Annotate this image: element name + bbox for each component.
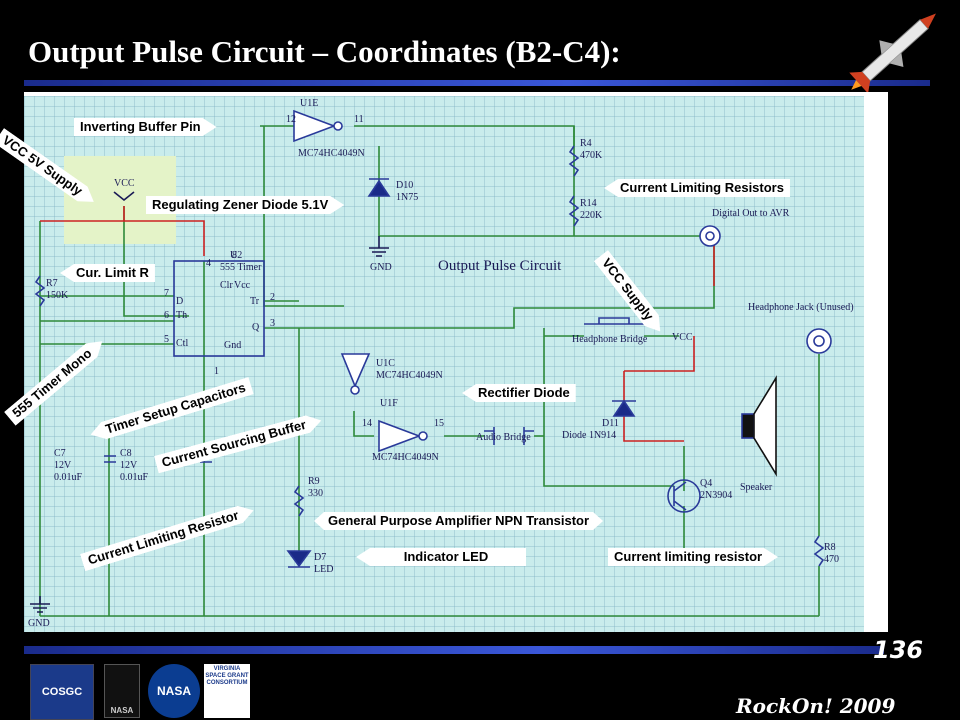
label-d7: D7 <box>314 552 327 563</box>
label-q4: Q4 <box>700 478 713 489</box>
label-d10: D10 <box>396 180 414 191</box>
label-u1f-part: MC74HC4049N <box>372 452 439 463</box>
callout-indicator-led: Indicator LED <box>356 548 526 566</box>
label-pin11: 11 <box>354 114 364 125</box>
title-rule <box>24 80 930 86</box>
page-number: 136 <box>873 636 924 664</box>
label-r4-val: 470K <box>580 150 603 161</box>
rocket-icon <box>849 13 936 94</box>
label-pin12: 12 <box>286 114 296 125</box>
label-r9-val: 330 <box>308 488 323 499</box>
callout-current-limiting-resistors: Current Limiting Resistors <box>604 179 790 197</box>
cosgc-logo: COSGC <box>30 664 94 720</box>
label-c8-v: 12V <box>120 460 138 471</box>
pin-number-7: 7 <box>164 288 169 299</box>
pin-number-3: 3 <box>270 318 275 329</box>
label-vcc: VCC <box>114 178 135 189</box>
label-u1c-part: MC74HC4049N <box>376 370 443 381</box>
callout-cur-limit-r: Cur. Limit R <box>60 264 155 282</box>
schematic-wiring: B C <box>30 109 883 617</box>
virginia-space-grant-logo: VIRGINIA SPACE GRANT CONSORTIUM <box>204 664 250 718</box>
label-r8: R8 <box>824 542 836 553</box>
label-u1c: U1C <box>376 358 395 369</box>
callout-npn-transistor: General Purpose Amplifier NPN Transistor <box>314 512 603 530</box>
label-audio-bridge: Audio Bridge <box>476 432 531 443</box>
label-q4-part: 2N3904 <box>700 490 733 501</box>
pin-label-tr: Tr <box>250 296 260 307</box>
label-r7-val: 150K <box>46 290 69 301</box>
label-u1e-part: MC74HC4049N <box>298 148 365 159</box>
pin-label-d: D <box>176 296 184 307</box>
callout-zener: Regulating Zener Diode 5.1V <box>146 196 344 214</box>
label-r9: R9 <box>308 476 320 487</box>
nasa-meatball-logo: NASA <box>148 664 200 718</box>
footer-rule <box>24 646 884 654</box>
label-d7-part: LED <box>314 564 334 575</box>
label-headphone-jack: Headphone Jack (Unused) <box>748 302 854 313</box>
label-pin15: 15 <box>434 418 444 429</box>
pin-label-ctl: Ctl <box>176 338 189 349</box>
label-speaker: Speaker <box>740 482 773 493</box>
label-r14: R14 <box>580 198 597 209</box>
label-pin14: 14 <box>362 418 372 429</box>
nasa-seal-logo: NASA <box>104 664 140 718</box>
callout-rectifier: Rectifier Diode <box>462 384 576 402</box>
pin-number-1: 1 <box>214 366 219 377</box>
label-d10-part: 1N75 <box>396 192 419 203</box>
pin-number-2: 2 <box>270 292 275 303</box>
pin-label-th: Th <box>176 310 188 321</box>
callout-current-limiting-resistor-lower: Current limiting resistor <box>608 548 778 566</box>
label-c8-val: 0.01uF <box>120 472 149 483</box>
label-r4: R4 <box>580 138 592 149</box>
schematic-frame-right <box>864 96 888 632</box>
label-c7: C7 <box>54 448 66 459</box>
pin-label-q: Q <box>252 322 260 333</box>
label-digital-out: Digital Out to AVR <box>712 208 790 219</box>
label-gnd-top: GND <box>370 262 392 273</box>
footer-text: RockOn! 2009 <box>736 694 896 718</box>
label-u2: U2 <box>230 250 243 261</box>
label-c8: C8 <box>120 448 132 459</box>
label-r14-val: 220K <box>580 210 603 221</box>
callout-inverting-buffer: Inverting Buffer Pin <box>74 118 217 136</box>
label-r7: R7 <box>46 278 58 289</box>
pin-label-vcc: Vcc <box>234 280 251 291</box>
slide-title: Output Pulse Circuit – Coordinates (B2-C… <box>28 34 621 69</box>
pin-number-6: 6 <box>164 310 169 321</box>
label-headphone-bridge: Headphone Bridge <box>572 334 648 345</box>
schematic-title: Output Pulse Circuit <box>438 258 562 274</box>
label-c7-val: 0.01uF <box>54 472 83 483</box>
label-d11: D11 <box>602 418 619 429</box>
pin-number-4: 4 <box>206 258 211 269</box>
pin-number-5: 5 <box>164 334 169 345</box>
label-c7-v: 12V <box>54 460 72 471</box>
label-gnd-bottom: GND <box>28 618 50 629</box>
label-d11-part: Diode 1N914 <box>562 430 617 441</box>
schematic-frame-top <box>24 92 888 96</box>
label-vcc-right: VCC <box>672 332 693 343</box>
pin-label-clr: Clr <box>220 280 233 291</box>
label-u2-part: 555 Timer <box>220 262 262 273</box>
label-u1f: U1F <box>380 398 398 409</box>
label-r8-val: 470 <box>824 554 839 565</box>
pin-label-gnd: Gnd <box>224 340 242 351</box>
label-u1e: U1E <box>300 98 319 109</box>
pin-number-8: 8 <box>232 250 237 261</box>
